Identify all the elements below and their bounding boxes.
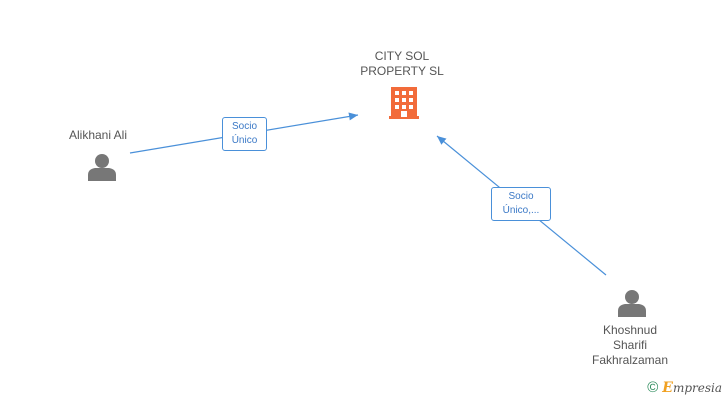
person-name-khoshnud[interactable]: Khoshnud Sharifi Fakhralzaman bbox=[591, 323, 669, 367]
person-icon[interactable] bbox=[618, 290, 646, 317]
edge-label-socio-unico-2[interactable]: Socio Único,... bbox=[491, 187, 551, 221]
edge-label-socio-unico[interactable]: Socio Único bbox=[222, 117, 267, 151]
company-name[interactable]: CITY SOL PROPERTY SL bbox=[360, 49, 444, 78]
building-icon[interactable] bbox=[389, 87, 419, 119]
person-name-alikhani[interactable]: Alikhani Ali bbox=[68, 128, 128, 142]
copyright-icon: © bbox=[647, 379, 659, 396]
person-icon[interactable] bbox=[88, 154, 116, 181]
brand-logo[interactable]: Empresia bbox=[662, 379, 722, 396]
copyright-footer: © Empresia bbox=[647, 379, 722, 396]
